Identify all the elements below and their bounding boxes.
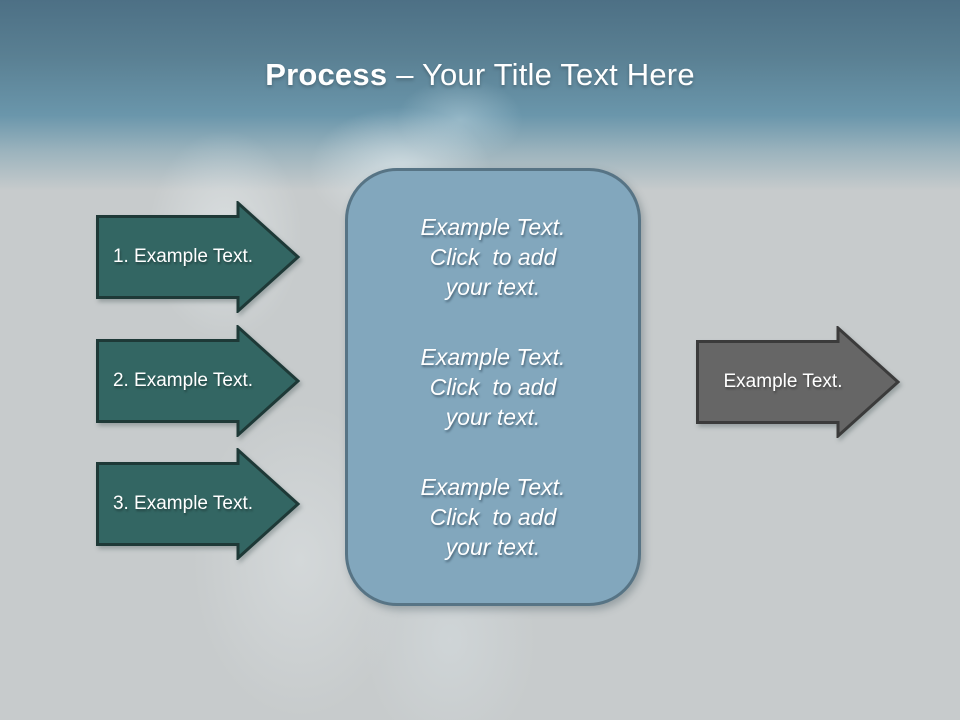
- right-arrow-icon: [96, 201, 301, 313]
- result-arrow-label: Example Text.: [723, 371, 843, 392]
- center-box-item-2: Example Text. Click to add your text.: [420, 344, 566, 430]
- center-text-box[interactable]: Example Text. Click to add your text. Ex…: [345, 168, 641, 606]
- title-keyword: Process: [265, 57, 388, 92]
- step-arrow-2[interactable]: 2. Example Text.: [96, 325, 302, 437]
- title-subtitle: – Your Title Text Here: [396, 57, 695, 92]
- center-box-item-3: Example Text. Click to add your text.: [420, 474, 566, 560]
- result-arrow[interactable]: Example Text.: [696, 326, 902, 438]
- center-box-item-1: Example Text. Click to add your text.: [420, 214, 566, 300]
- right-arrow-icon: [96, 325, 301, 437]
- right-arrow-icon: [696, 326, 901, 438]
- step-arrow-1[interactable]: 1. Example Text.: [96, 201, 302, 313]
- step-label-1: 1. Example Text.: [112, 246, 254, 267]
- step-label-3: 3. Example Text.: [112, 493, 254, 514]
- step-arrow-3[interactable]: 3. Example Text.: [96, 448, 302, 560]
- slide-title[interactable]: Process– Your Title Text Here: [0, 52, 960, 98]
- step-label-2: 2. Example Text.: [112, 370, 254, 391]
- right-arrow-icon: [96, 448, 301, 560]
